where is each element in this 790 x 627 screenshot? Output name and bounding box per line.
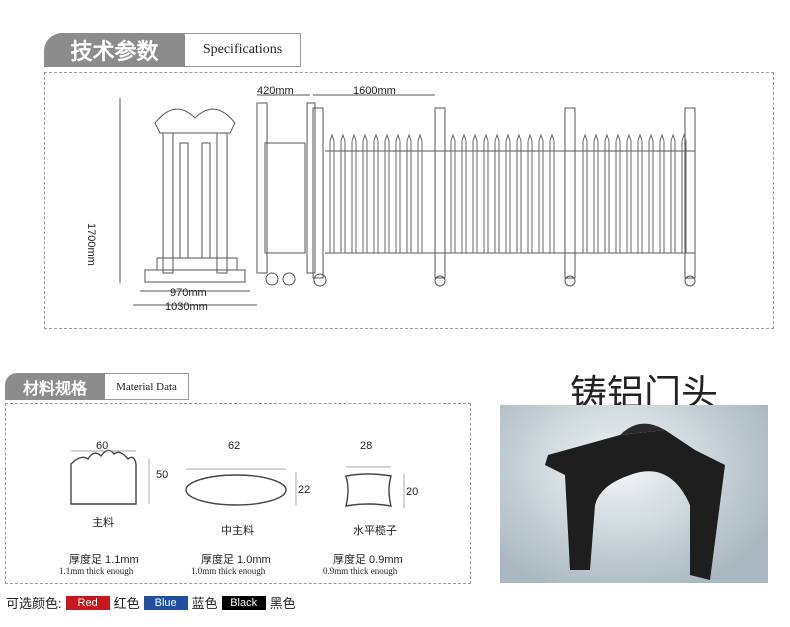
gate-picket: [483, 133, 489, 254]
width-label: 60: [96, 440, 109, 452]
gate-picket: [626, 133, 632, 254]
gate-picket: [351, 133, 357, 254]
spec-panel: 420mm 1600mm 1700mm 970mm 1030mm: [44, 72, 774, 329]
gate-picket: [362, 133, 368, 254]
dim-1700: 1700mm: [85, 223, 97, 266]
product-photo: [500, 405, 768, 583]
thickness-en: 1.1mm thick enough: [59, 566, 134, 576]
thickness-en: 1.0mm thick enough: [191, 566, 266, 576]
profile-name: 中主料: [221, 525, 254, 537]
gate-picket: [340, 133, 346, 254]
thickness-en: 0.9mm thick enough: [323, 566, 398, 576]
arch-head-image: [545, 423, 725, 580]
spec-header: 技术参数 Specifications: [44, 33, 301, 67]
color-label: 可选颜色:: [6, 596, 62, 611]
color-name-cn: 红色: [113, 596, 140, 611]
mid-profile: [185, 474, 287, 506]
gate-picket: [527, 133, 533, 254]
gate-picket: [582, 133, 588, 254]
gate-picket: [384, 133, 390, 254]
dim-420: 420mm: [257, 85, 294, 97]
main-profile: [70, 449, 137, 505]
gate-picket: [494, 133, 500, 254]
color-swatch-blue: Blue: [143, 595, 188, 610]
gate-picket: [472, 133, 478, 254]
gate-picket: [648, 133, 654, 254]
material-title-en: Material Data: [105, 373, 189, 400]
gate-picket: [604, 133, 610, 254]
width-label: 62: [228, 440, 241, 452]
spec-title-cn: 技术参数: [44, 33, 185, 67]
dim-970: 970mm: [170, 287, 207, 299]
rail-profile: [345, 473, 392, 507]
gate-picket: [417, 133, 423, 254]
gate-drawing: [119, 94, 696, 306]
gate-picket: [461, 133, 467, 254]
gate-picket: [505, 133, 511, 254]
gate-picket: [659, 133, 665, 254]
dim-1600: 1600mm: [353, 85, 396, 97]
thickness-cn: 厚度足 1.0mm: [201, 554, 271, 566]
color-swatch-black: Black: [221, 595, 266, 610]
gate-picket: [329, 133, 335, 254]
color-swatch-red: Red: [65, 595, 110, 610]
height-label: 20: [406, 486, 419, 498]
gate-picket: [593, 133, 599, 254]
profile-drawings: [70, 449, 405, 508]
color-name-cn: 蓝色: [191, 596, 218, 611]
profile-name: 水平榄子: [353, 525, 397, 537]
gate-picket: [406, 133, 412, 254]
gate-picket: [549, 133, 555, 254]
gate-picket: [637, 133, 643, 254]
color-name-cn: 黑色: [269, 596, 296, 611]
height-label: 50: [156, 469, 169, 481]
material-header: 材料规格 Material Data: [5, 373, 189, 400]
gate-picket: [395, 133, 401, 254]
gate-picket: [615, 133, 621, 254]
material-title-cn: 材料规格: [5, 373, 105, 400]
gate-picket: [681, 133, 687, 254]
gate-picket: [670, 133, 676, 254]
gate-picket: [538, 133, 544, 254]
gate-picket: [373, 133, 379, 254]
dim-1030: 1030mm: [165, 301, 208, 313]
spec-title-en: Specifications: [185, 33, 301, 67]
height-label: 22: [298, 484, 311, 496]
gate-picket: [516, 133, 522, 254]
gate-picket: [450, 133, 456, 254]
thickness-cn: 厚度足 1.1mm: [69, 554, 139, 566]
profile-name: 主料: [92, 517, 114, 529]
thickness-cn: 厚度足 0.9mm: [333, 554, 403, 566]
width-label: 28: [360, 440, 373, 452]
